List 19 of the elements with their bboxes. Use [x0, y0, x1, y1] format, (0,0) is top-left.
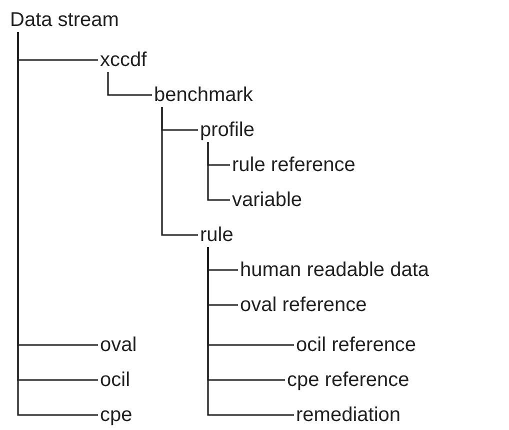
tree-item-label: rule — [198, 223, 236, 247]
tree-line — [107, 72, 152, 96]
tree-line — [207, 247, 294, 416]
tree-line — [207, 142, 230, 201]
tree-item-label: human readable data — [238, 258, 432, 282]
tree-item-label: oval reference — [238, 293, 369, 317]
tree-item-label: benchmark — [152, 83, 255, 107]
tree-item-label: ocil reference — [294, 333, 418, 357]
tree-item-label: xccdf — [98, 48, 149, 72]
tree-item-label: remediation — [294, 403, 403, 427]
tree-item-label: rule reference — [230, 153, 358, 177]
tree-item-label: variable — [230, 188, 304, 212]
tree-item-label: cpe — [98, 403, 134, 427]
tree-item-label: profile — [198, 118, 256, 142]
tree-line — [161, 107, 198, 236]
tree-item-label: oval — [98, 333, 139, 357]
tree-item-label: ocil — [98, 368, 132, 392]
tree-item-label: Data stream — [8, 8, 121, 32]
tree-item-label: cpe reference — [285, 368, 412, 392]
